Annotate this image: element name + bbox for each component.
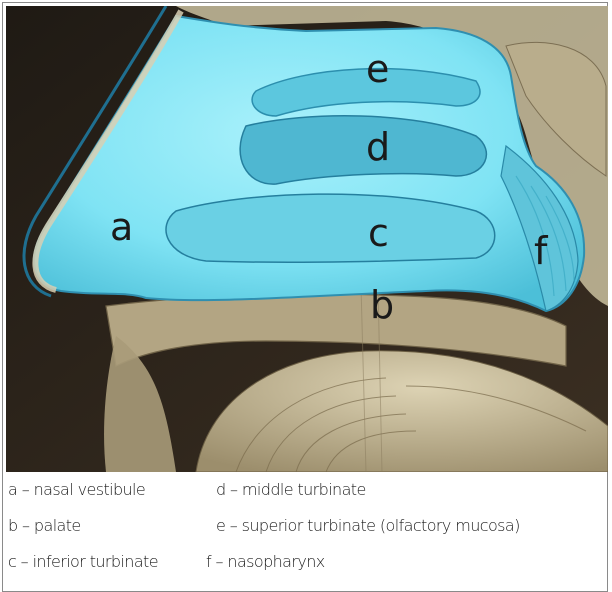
legend-item-e: e – superior turbinate (olfactory mucosa… — [216, 516, 520, 535]
legend-item-f: f – nasopharynx — [206, 552, 325, 571]
label-f: f — [534, 232, 547, 270]
label-d: d — [366, 128, 390, 166]
legend-item-c: c – inferior turbinate — [8, 552, 158, 571]
label-e: e — [366, 50, 389, 88]
legend-item-d: d – middle turbinate — [216, 480, 366, 499]
anatomy-drawing — [6, 6, 608, 472]
label-c: c — [368, 214, 389, 252]
legend-item-a: a – nasal vestibule — [8, 480, 145, 499]
label-a: a — [110, 208, 133, 246]
legend-item-b: b – palate — [8, 516, 81, 535]
label-b: b — [370, 286, 394, 324]
inferior-turbinate — [166, 194, 495, 262]
nasal-cavity-illustration: e d a c f b — [6, 6, 608, 472]
